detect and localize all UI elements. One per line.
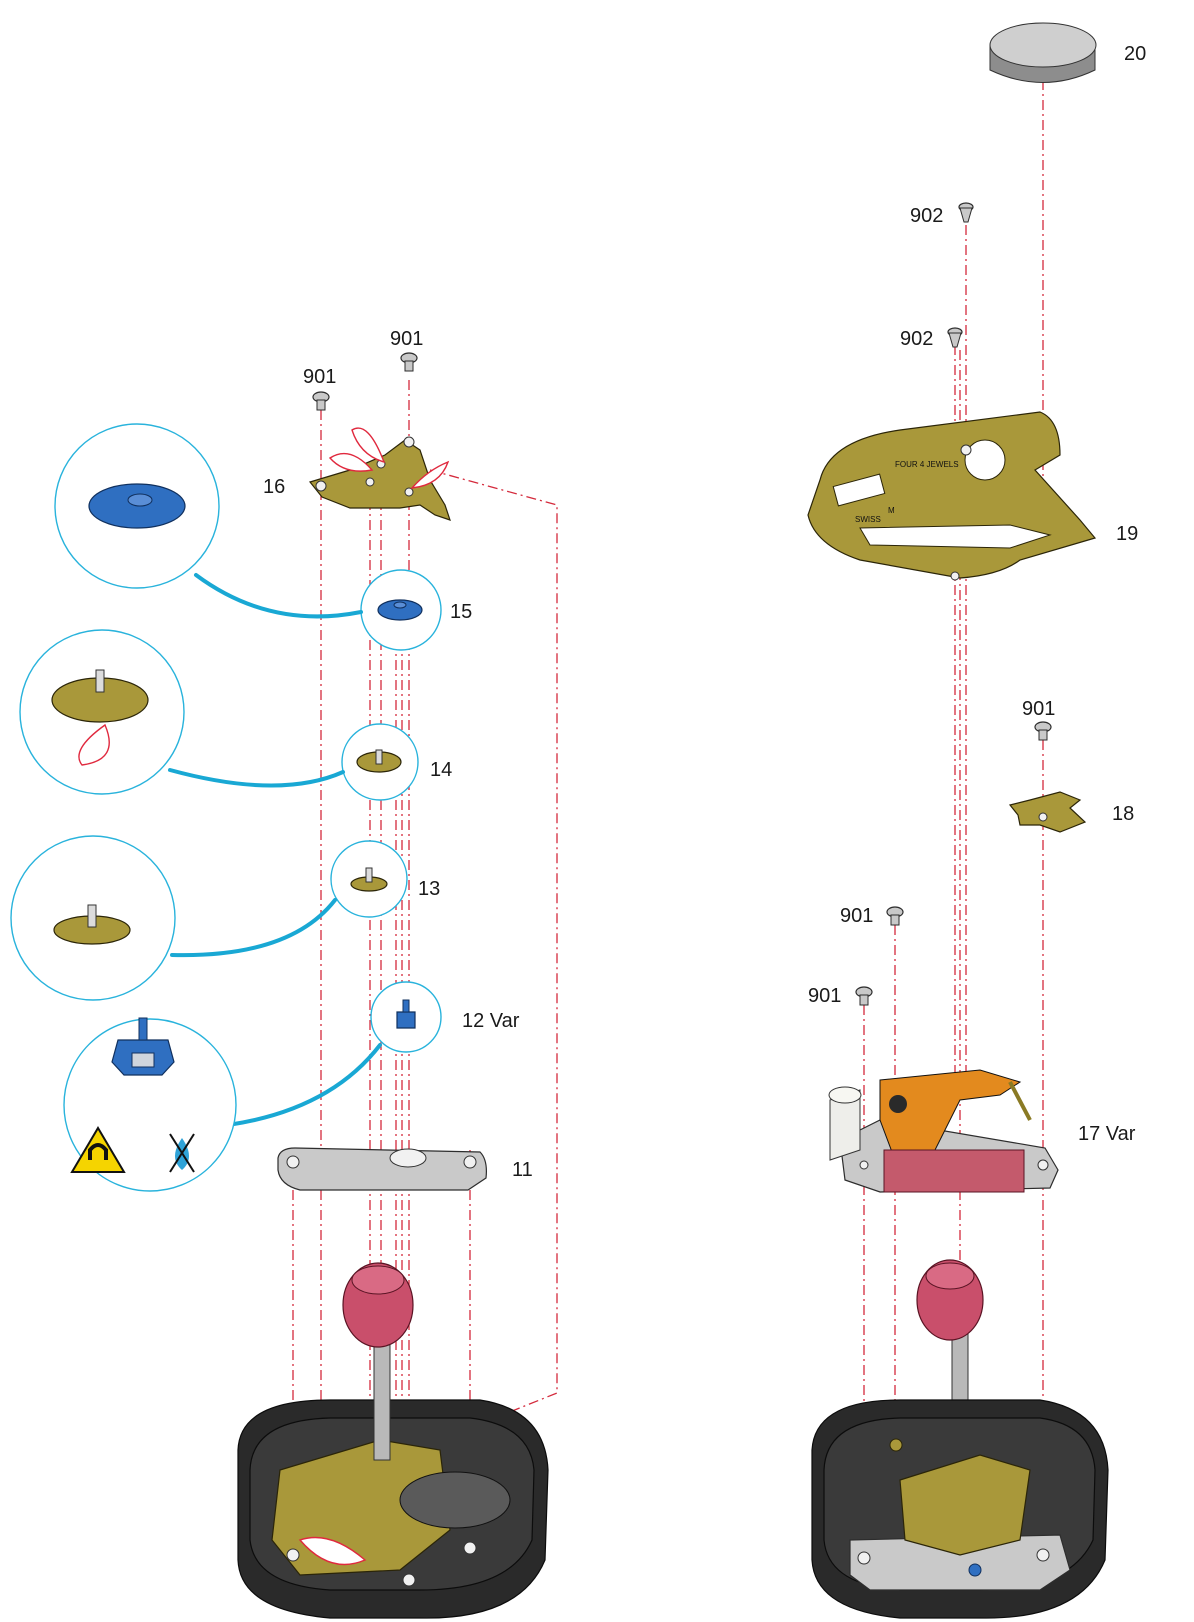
screw-901-module-upper [886, 906, 904, 926]
no-oil-icon [169, 1133, 195, 1173]
label-part-12: 12 Var [462, 1010, 520, 1032]
label-screw-901-bridge-right: 901 [390, 328, 423, 350]
detail-15-wheel [54, 423, 220, 589]
label-part-11: 11 [512, 1159, 533, 1181]
part-14-wheel [341, 723, 419, 801]
base-movement-left [237, 1399, 549, 1619]
plate-engraving-line2: SWISS [855, 515, 881, 524]
screw-902-top [958, 202, 974, 223]
part-15-wheel [360, 569, 442, 651]
label-screw-902-top: 902 [910, 205, 943, 227]
label-screw-901-bridge-left: 901 [303, 366, 336, 388]
part-19-plate: FOUR 4 JEWELS SWISS M [807, 411, 1097, 581]
label-part-18: 18 [1112, 803, 1134, 825]
part-11-bridge [277, 1147, 487, 1191]
crown-stem-left [342, 1262, 414, 1461]
oil-drop-icon [78, 723, 110, 766]
label-screw-902-mid: 902 [900, 328, 933, 350]
label-part-15: 15 [450, 601, 472, 623]
label-part-19: 19 [1116, 523, 1138, 545]
leader-13 [170, 898, 337, 958]
part-20-battery [989, 22, 1097, 83]
detail-12-rotor [63, 1017, 237, 1192]
base-movement-right [811, 1399, 1109, 1619]
left-assembly-axes [292, 380, 558, 1520]
screw-901-lever [1034, 721, 1052, 741]
part-16-bridge [308, 427, 451, 521]
leader-12 [226, 1043, 382, 1127]
label-part-13: 13 [418, 878, 440, 900]
part-13-wheel [330, 840, 408, 918]
part-18-lever [1008, 791, 1087, 833]
label-screw-901-lever: 901 [1022, 698, 1055, 720]
part-17-module [828, 1069, 1059, 1193]
part-12-rotor [370, 981, 442, 1053]
label-part-20: 20 [1124, 43, 1146, 65]
screw-901-bridge-left [312, 391, 330, 411]
detail-13-wheel [10, 835, 176, 1001]
leader-15 [194, 573, 363, 619]
label-part-17: 17 Var [1078, 1123, 1136, 1145]
magnet-warning-icon [70, 1126, 126, 1173]
label-part-14: 14 [430, 759, 452, 781]
screw-901-bridge-right [400, 352, 418, 372]
screw-902-mid [947, 327, 963, 348]
label-part-16: 16 [263, 476, 285, 498]
leader-14 [168, 768, 345, 788]
screw-901-module-lower [855, 986, 873, 1006]
label-screw-901-module-lower: 901 [808, 985, 841, 1007]
detail-14-wheel [19, 629, 185, 795]
plate-engraving-line1: FOUR 4 JEWELS [895, 460, 959, 469]
label-screw-901-module-upper: 901 [840, 905, 873, 927]
plate-engraving-line3: M [888, 506, 895, 515]
